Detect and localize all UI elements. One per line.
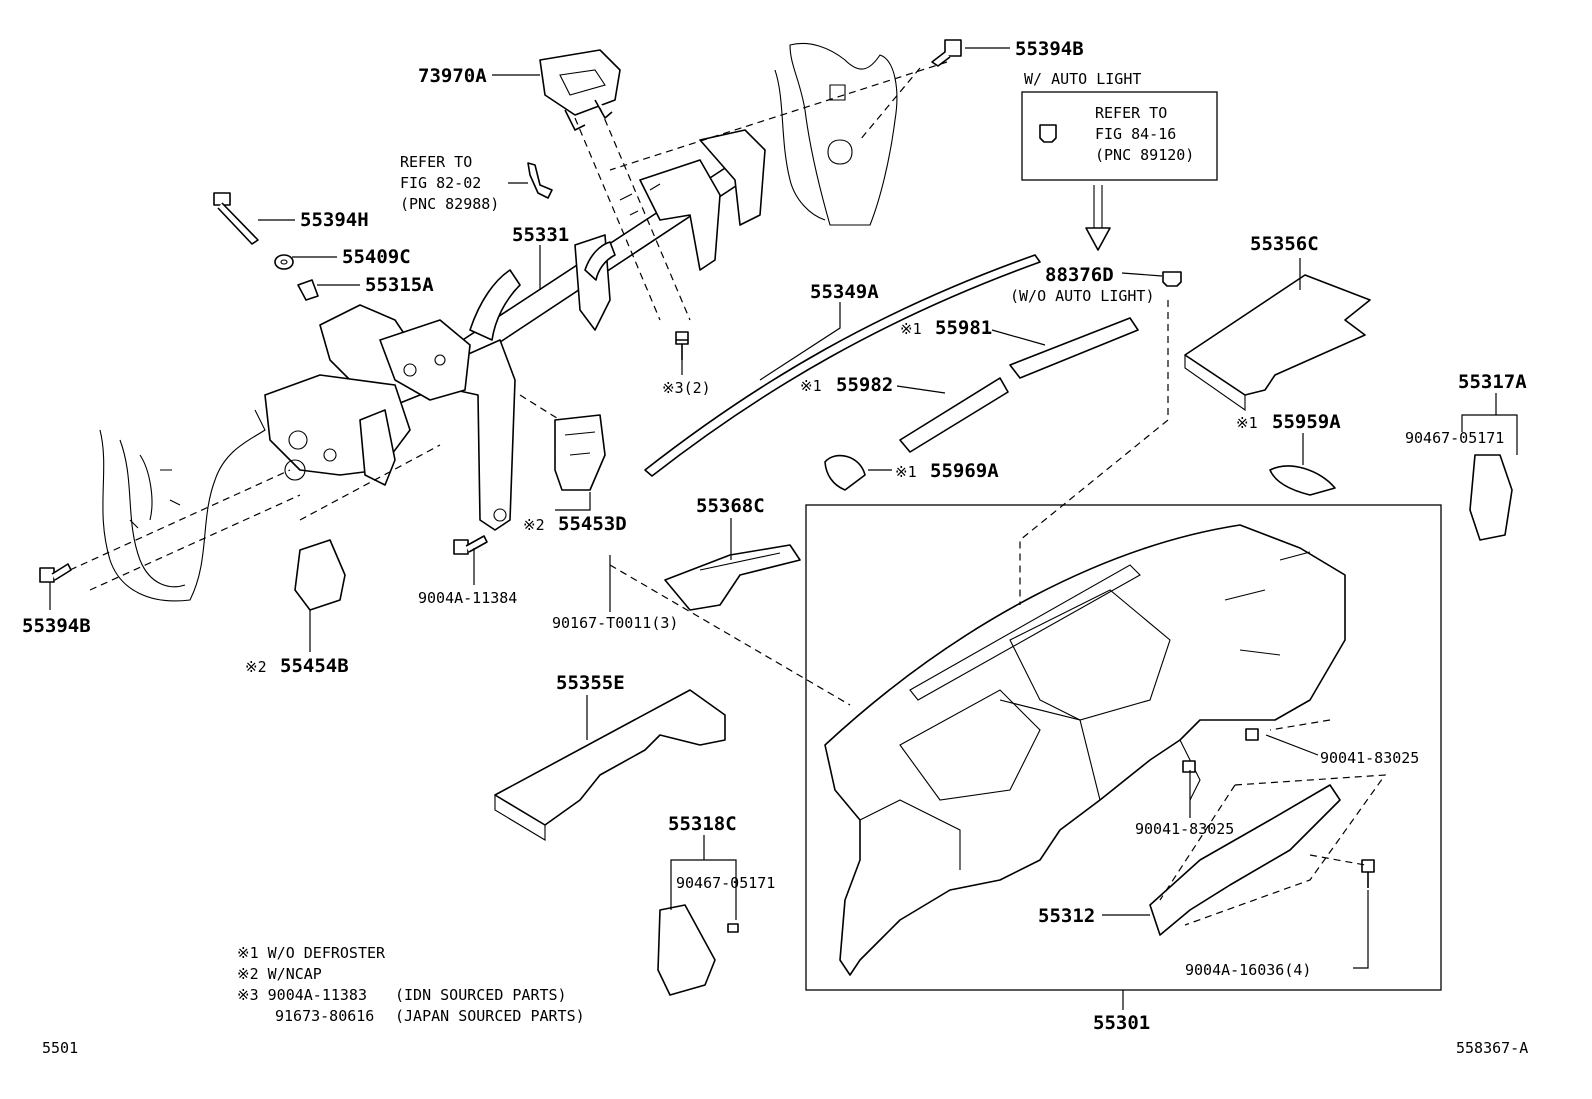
module-73970A xyxy=(539,49,621,131)
label-55969A: 55969A xyxy=(930,460,999,482)
label-90167: 90167-T0011(3) xyxy=(552,614,678,632)
label-55315A: 55315A xyxy=(365,274,434,296)
footnote-3b: 91673-80616 xyxy=(275,1007,374,1025)
bracket-55368C xyxy=(664,544,801,611)
cover-55969A xyxy=(824,454,866,491)
guide-lines xyxy=(69,61,1387,926)
cross-car-beam xyxy=(264,129,766,531)
mark-55981: ※1 xyxy=(900,320,922,338)
label-88376D: 88376D xyxy=(1045,264,1114,286)
down-arrow xyxy=(1085,185,1111,251)
label-9004A-16036: 9004A-16036(4) xyxy=(1185,961,1311,979)
footnote-2: ※2 W/NCAP xyxy=(237,965,322,983)
label-90041-right: 90041-83025 xyxy=(1320,749,1419,767)
label-9004A-11384: 9004A-11384 xyxy=(418,589,517,607)
nozzle-55982 xyxy=(899,377,1009,453)
label-55355E: 55355E xyxy=(556,672,625,694)
refer-82-line2: FIG 82-02 xyxy=(400,174,481,192)
side-panel-55318C xyxy=(657,904,739,996)
footnote-3a-note: (IDN SOURCED PARTS) xyxy=(395,986,567,1004)
footnotes: ※1 W/O DEFROSTER ※2 W/NCAP ※3 9004A-1138… xyxy=(237,944,585,1025)
moulding-55349A xyxy=(644,254,1041,477)
mark-55959A: ※1 xyxy=(1236,414,1258,432)
auto-light-line2: FIG 84-16 xyxy=(1095,125,1176,143)
nozzle-55981 xyxy=(1009,317,1139,379)
body-outline-right xyxy=(774,42,898,226)
side-panel-55317A xyxy=(1469,454,1513,541)
wo-auto-light-note: (W/O AUTO LIGHT) xyxy=(1010,287,1155,305)
bolt-mark3 xyxy=(675,331,689,360)
mark-55969A: ※1 xyxy=(895,463,917,481)
instrument-panel-55301 xyxy=(824,524,1346,976)
label-55394B-left: 55394B xyxy=(22,615,91,637)
refer-82-line3: (PNC 82988) xyxy=(400,195,499,213)
footnote-3a: ※3 9004A-11383 xyxy=(237,986,367,1004)
lower-panel-55312 xyxy=(1149,784,1341,936)
harness-82988 xyxy=(527,162,553,199)
figure-code: 558367-A xyxy=(1456,1039,1528,1057)
auto-light-line1: REFER TO xyxy=(1095,104,1167,122)
footnote-1: ※1 W/O DEFROSTER xyxy=(237,944,386,962)
mark-55982: ※1 xyxy=(800,377,822,395)
label-55349A: 55349A xyxy=(810,281,879,303)
pad-55355E xyxy=(494,689,726,841)
bolt-55394H xyxy=(213,192,259,245)
mark-55454B: ※2 xyxy=(245,658,267,676)
auto-light-line3: (PNC 89120) xyxy=(1095,146,1194,164)
label-55409C: 55409C xyxy=(342,246,411,268)
leader-lines xyxy=(49,47,1518,1010)
bolt-55394B-top xyxy=(931,39,962,67)
label-90467-right: 90467-05171 xyxy=(1405,429,1504,447)
label-55312: 55312 xyxy=(1038,905,1095,927)
label-55301: 55301 xyxy=(1093,1012,1150,1034)
label-90041-mid: 90041-83025 xyxy=(1135,820,1234,838)
mark-55453D: ※2 xyxy=(523,516,545,534)
clip-55315A xyxy=(297,279,319,301)
label-55368C: 55368C xyxy=(696,495,765,517)
clip-88376D xyxy=(1162,271,1182,287)
page-code: 5501 xyxy=(42,1039,78,1057)
pad-55356C xyxy=(1184,274,1371,412)
body-outline-left xyxy=(99,409,266,602)
label-55982: 55982 xyxy=(836,374,893,396)
auto-light-box xyxy=(1021,91,1218,181)
auto-light-note: W/ AUTO LIGHT REFER TO FIG 84-16 (PNC 89… xyxy=(1010,70,1194,305)
bolt-55394B-left xyxy=(39,563,72,583)
label-73970A: 73970A xyxy=(418,65,487,87)
label-55981: 55981 xyxy=(935,317,992,339)
label-55318C: 55318C xyxy=(668,813,737,835)
refer-note-82: REFER TO FIG 82-02 (PNC 82988) xyxy=(400,153,499,213)
footnote-3b-note: (JAPAN SOURCED PARTS) xyxy=(395,1007,585,1025)
bracket-55453D xyxy=(554,414,606,491)
refer-82-line1: REFER TO xyxy=(400,153,472,171)
label-55356C: 55356C xyxy=(1250,233,1319,255)
clip-auto-light xyxy=(1039,124,1057,143)
label-55394H: 55394H xyxy=(300,209,369,231)
label-55317A: 55317A xyxy=(1458,371,1527,393)
label-55331: 55331 xyxy=(512,224,569,246)
washer-55409C xyxy=(274,254,294,270)
label-mark3: ※3(2) xyxy=(662,379,711,397)
label-55394B-top: 55394B xyxy=(1015,38,1084,60)
cover-55959A xyxy=(1269,465,1336,496)
screw-9004A-16036 xyxy=(1361,859,1375,888)
label-55454B: 55454B xyxy=(280,655,349,677)
clip-90041-mid xyxy=(1182,760,1196,773)
label-55959A: 55959A xyxy=(1272,411,1341,433)
label-55453D: 55453D xyxy=(558,513,627,535)
clip-90041-right xyxy=(1245,728,1259,741)
label-90467-left: 90467-05171 xyxy=(676,874,775,892)
part-labels: 73970A 55394B 55394H 55409C 55315A 55331… xyxy=(22,38,1527,1034)
auto-light-heading: W/ AUTO LIGHT xyxy=(1024,70,1141,88)
bolt-9004A-11384 xyxy=(453,535,488,555)
bracket-55454B xyxy=(294,539,346,611)
